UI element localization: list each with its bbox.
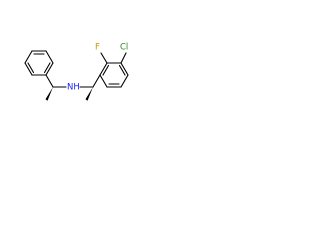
molecule-structure: NH F Cl xyxy=(24,43,129,101)
bond xyxy=(45,62,54,76)
double-bond-inner xyxy=(27,62,35,74)
bond xyxy=(45,50,54,64)
bond xyxy=(24,62,33,76)
chlorine-label: Cl xyxy=(120,43,128,53)
double-bond-inner xyxy=(43,62,51,74)
bond xyxy=(120,52,127,64)
double-bond-inner xyxy=(118,64,126,76)
phenyl-ring-right xyxy=(99,62,129,88)
bond xyxy=(45,74,54,88)
amine-label: NH xyxy=(67,83,80,93)
fluorine-label: F xyxy=(95,43,100,53)
bond xyxy=(120,62,129,76)
bond xyxy=(24,50,33,64)
bond xyxy=(92,74,101,88)
stereo-wedge-left xyxy=(45,87,53,101)
double-bond-inner xyxy=(102,64,110,76)
stereo-wedge-right xyxy=(85,87,93,101)
bond xyxy=(99,74,108,88)
bond xyxy=(99,62,108,76)
phenyl-ring-left xyxy=(24,50,54,76)
bond xyxy=(100,52,108,64)
bond xyxy=(120,74,129,88)
